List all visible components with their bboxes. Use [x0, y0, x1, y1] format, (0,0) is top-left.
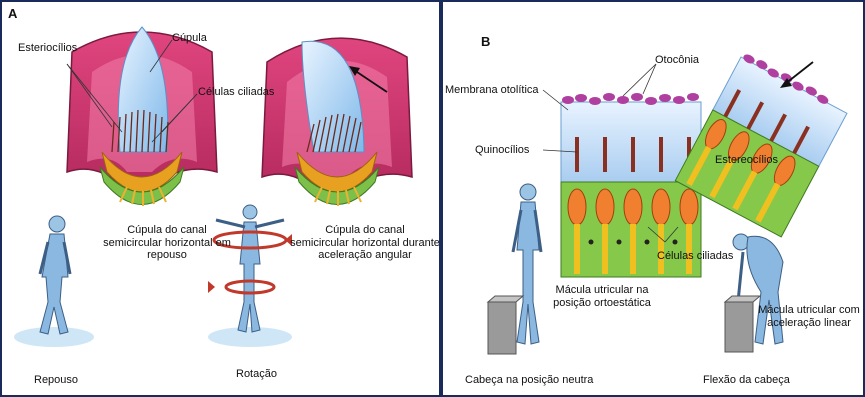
- label-cabeca-neutra: Cabeça na posição neutra: [465, 374, 593, 387]
- panel-a-illustration: [2, 2, 441, 397]
- caption-cupula-repouso-line1: Cúpula do canal: [92, 224, 242, 237]
- caption-cupula-aceleracao: Cúpula do canal semicircular horizontal …: [290, 224, 440, 262]
- label-membrana-otolitica: Membrana otolítica: [445, 84, 539, 97]
- person-flexion: [725, 234, 783, 352]
- panel-b-letter: B: [481, 34, 490, 49]
- label-flexao-cabeca: Flexão da cabeça: [703, 374, 790, 387]
- caption-cupula-aceleracao-line1: Cúpula do canal: [290, 224, 440, 237]
- label-otoconia: Otocônia: [655, 54, 699, 67]
- label-esteriocilios: Esteriocílios: [18, 42, 77, 55]
- label-estereocilios: Estereocílios: [715, 154, 778, 167]
- caption-macula-linear: Mácula utricular com aceleração linear: [753, 304, 865, 329]
- label-celulas-ciliadas-a: Células ciliadas: [198, 86, 274, 99]
- caption-cupula-aceleracao-line2: semicircular horizontal durante: [290, 237, 440, 250]
- label-rotacao: Rotação: [236, 368, 277, 381]
- tilt-arrow: [785, 62, 813, 84]
- person-rest: [14, 216, 94, 347]
- panel-b: B Otocônia Membrana otolítica Quinocílio…: [441, 0, 865, 397]
- caption-macula-neutra-line2: posição ortoestática: [537, 297, 667, 310]
- caption-macula-linear-line1: Mácula utricular com: [753, 304, 865, 317]
- label-quinocilios: Quinocílios: [475, 144, 529, 157]
- panel-a-letter: A: [8, 6, 17, 21]
- caption-macula-linear-line2: aceleração linear: [753, 317, 865, 330]
- ampulla-rest: [67, 27, 217, 206]
- ampulla-acceleration: [262, 38, 412, 206]
- label-celulas-ciliadas-b: Células ciliadas: [657, 250, 733, 263]
- caption-cupula-repouso-line3: repouso: [92, 249, 242, 262]
- macula-tilted: [675, 51, 850, 237]
- caption-cupula-repouso: Cúpula do canal semicircular horizontal …: [92, 224, 242, 262]
- label-cupula: Cúpula: [172, 32, 207, 45]
- panel-a: A Esteriocílios Cúpula Células ciliadas …: [0, 0, 441, 397]
- caption-macula-neutra: Mácula utricular na posição ortoestática: [537, 284, 667, 309]
- caption-cupula-repouso-line2: semicircular horizontal em: [92, 237, 242, 250]
- caption-macula-neutra-line1: Mácula utricular na: [537, 284, 667, 297]
- panel-b-illustration: [443, 2, 865, 397]
- person-neutral: [488, 184, 541, 354]
- caption-cupula-aceleracao-line3: aceleração angular: [290, 249, 440, 262]
- label-repouso: Repouso: [34, 374, 78, 387]
